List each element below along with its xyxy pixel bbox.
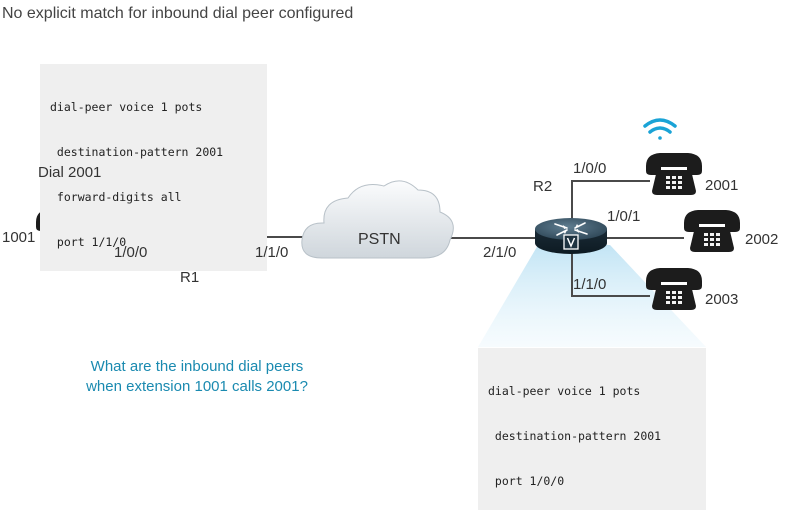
diagram-title: No explicit match for inbound dial peer … — [2, 5, 354, 22]
question-line: when extension 1001 calls 2001? — [86, 378, 308, 395]
config-line: forward-digits all — [50, 190, 182, 204]
link-r2-2003 — [571, 253, 650, 297]
config-line: destination-pattern 2001 — [488, 429, 662, 443]
wifi-ringing-icon — [643, 118, 677, 140]
router-r2-icon — [534, 217, 608, 255]
r1-port-left-label: 1/0/0 — [114, 244, 148, 261]
r1-port-right-label: 1/1/0 — [255, 244, 289, 261]
r2-port-mid-label: 1/0/1 — [607, 208, 641, 225]
diagram-canvas: No explicit match for inbound dial peer … — [2, 5, 779, 510]
config-line: port 1/0/0 — [488, 474, 565, 488]
r2-dial-peer-config: dial-peer voice 1 pots destination-patte… — [478, 348, 706, 510]
phone-2003-icon — [646, 268, 702, 310]
pstn-label: PSTN — [358, 231, 401, 248]
r1-dial-peer-config: dial-peer voice 1 pots destination-patte… — [40, 64, 267, 271]
phone-2003-label: 2003 — [705, 291, 739, 308]
phone-2002-label: 2002 — [745, 231, 779, 248]
r2-port-bottom-label: 1/1/0 — [573, 276, 607, 293]
r2-port-top-label: 1/0/0 — [573, 160, 607, 177]
config-line: port 1/1/0 — [50, 235, 127, 249]
link-r2-2001 — [571, 180, 650, 226]
phone-2002-icon — [684, 210, 740, 252]
question-text: What are the inbound dial peers when ext… — [52, 357, 342, 397]
router-r2-label: R2 — [533, 178, 553, 195]
r2-port-left-label: 2/1/0 — [483, 244, 517, 261]
dial-label: Dial 2001 — [38, 164, 102, 181]
phone-2001-label: 2001 — [705, 177, 739, 194]
config-line: dial-peer voice 1 pots — [50, 100, 203, 114]
phone-2001-icon — [646, 153, 702, 195]
phone-1001-label: 1001 — [2, 229, 36, 246]
pstn-cloud-icon — [301, 180, 454, 259]
question-line: What are the inbound dial peers — [90, 358, 304, 375]
config-line: destination-pattern 2001 — [50, 145, 224, 159]
config-line: dial-peer voice 1 pots — [488, 384, 641, 398]
router-r1-label: R1 — [180, 269, 200, 286]
